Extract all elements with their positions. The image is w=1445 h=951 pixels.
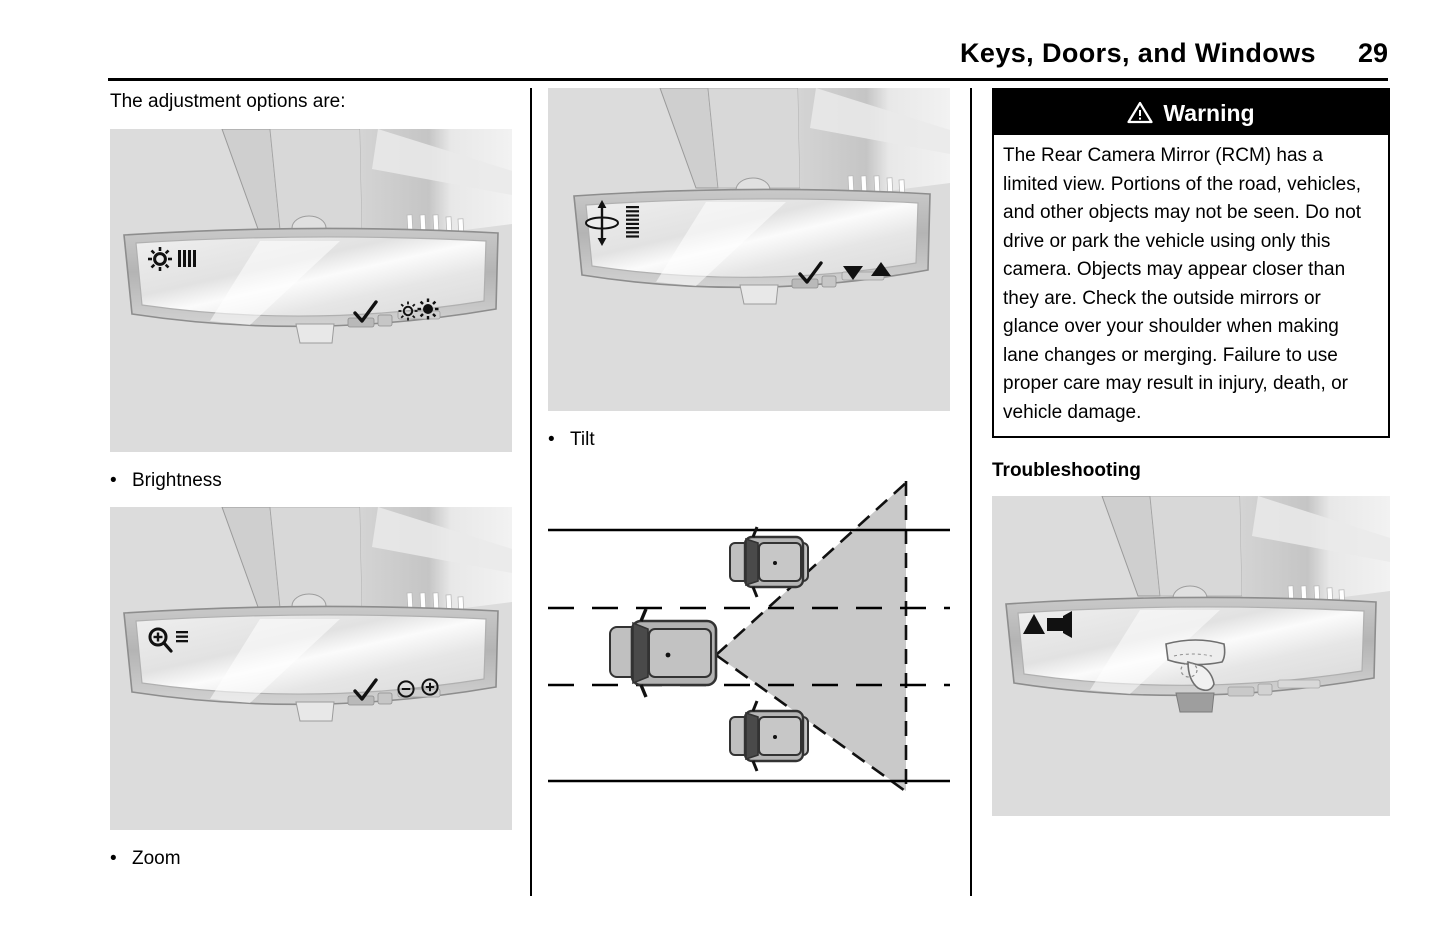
bullet-label: Tilt	[570, 429, 595, 450]
check-icon	[353, 678, 378, 701]
header-divider	[108, 78, 1388, 81]
sun-icon	[148, 247, 172, 271]
zoom-mirror-illustration	[123, 507, 512, 722]
warning-header: Warning	[994, 90, 1388, 135]
page-number: 29	[1357, 38, 1388, 68]
triangle-up-icon	[871, 262, 891, 276]
figure-brightness-mirror	[110, 129, 512, 452]
middle-column: • Tilt	[548, 88, 950, 808]
bullet-tilt: • Tilt	[548, 427, 950, 453]
check-icon	[353, 300, 378, 323]
right-column: Warning The Rear Camera Mirror (RCM) has…	[992, 88, 1390, 816]
vehicle-ego	[609, 608, 718, 698]
figure-zoom-mirror	[110, 507, 512, 830]
vehicle-upper	[729, 526, 809, 598]
sun-dim-icon	[398, 301, 418, 321]
bullet-zoom: • Zoom	[110, 846, 512, 872]
warning-text: The Rear Camera Mirror (RCM) has a limit…	[1003, 145, 1362, 423]
level-bars-small	[176, 631, 188, 643]
warning-title: Warning	[1163, 99, 1255, 126]
bullet-marker: •	[110, 848, 117, 869]
page-header: Keys, Doors, and Windows 29	[108, 38, 1388, 80]
check-icon	[798, 261, 823, 284]
page-title: Keys, Doors, and Windows	[960, 38, 1316, 68]
intro-text: The adjustment options are:	[110, 91, 346, 112]
level-bars-vertical	[178, 250, 196, 267]
magnifier-plus-icon	[148, 627, 173, 653]
triangle-down-icon	[843, 266, 863, 280]
tilt-updown-icon	[585, 200, 619, 246]
bullet-marker: •	[548, 429, 555, 450]
troubleshooting-heading: Troubleshooting	[992, 460, 1141, 481]
minus-circle-icon	[397, 680, 415, 698]
vehicle-lower	[729, 700, 809, 772]
bullet-label: Brightness	[132, 470, 222, 491]
figure-field-of-view	[548, 473, 950, 808]
wipe-lens-hand-icon	[1165, 639, 1226, 692]
brightness-mirror-illustration	[123, 129, 512, 344]
figure-troubleshooting-mirror	[992, 496, 1390, 816]
bullet-marker: •	[110, 470, 117, 491]
tilt-mirror-illustration	[573, 88, 950, 305]
warning-triangle-icon	[1127, 101, 1154, 124]
troubleshooting-mirror-illustration	[1005, 496, 1390, 713]
bullet-label: Zoom	[132, 848, 181, 869]
bullet-brightness: • Brightness	[110, 468, 512, 494]
column-divider-2	[970, 88, 972, 896]
field-of-view-illustration	[548, 480, 950, 795]
warning-box: Warning The Rear Camera Mirror (RCM) has…	[992, 88, 1390, 438]
left-column: The adjustment options are:	[110, 88, 512, 872]
level-bars-horizontal	[626, 206, 639, 238]
plus-circle-icon	[421, 678, 439, 696]
column-divider-1	[530, 88, 532, 896]
figure-tilt-mirror	[548, 88, 950, 411]
sun-bright-icon	[417, 298, 439, 320]
warning-camera-icon	[1023, 611, 1072, 638]
